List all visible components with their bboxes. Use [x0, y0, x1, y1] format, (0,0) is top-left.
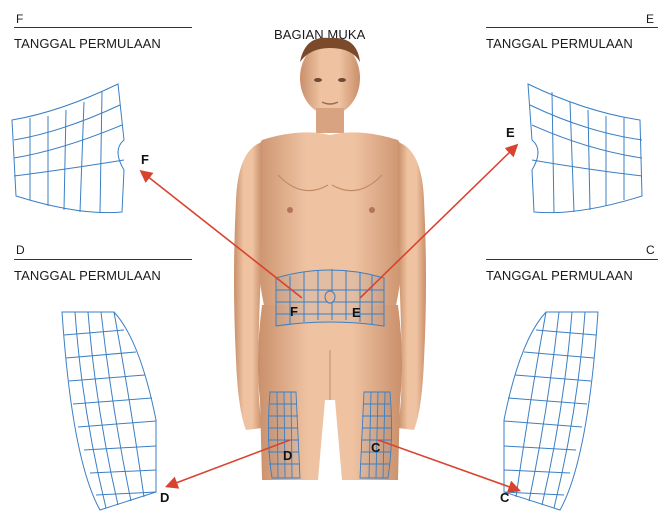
- panel-c-grid: [504, 312, 598, 510]
- arrow-c: [378, 440, 518, 490]
- panel-e-grid: [528, 84, 642, 213]
- body-label-c: C: [371, 440, 380, 455]
- right-thigh-grid: [360, 392, 392, 478]
- arrow-label-f: F: [141, 152, 149, 167]
- body-label-f: F: [290, 304, 298, 319]
- body-label-d: D: [283, 448, 292, 463]
- panel-f-grid: [12, 84, 124, 213]
- body-label-e: E: [352, 305, 361, 320]
- arrow-label-d: D: [160, 490, 169, 505]
- panel-d-grid: [62, 312, 156, 510]
- arrow-label-e: E: [506, 125, 515, 140]
- human-body-figure: [234, 38, 426, 480]
- left-thigh-grid: [268, 392, 300, 478]
- arrow-label-c: C: [500, 490, 509, 505]
